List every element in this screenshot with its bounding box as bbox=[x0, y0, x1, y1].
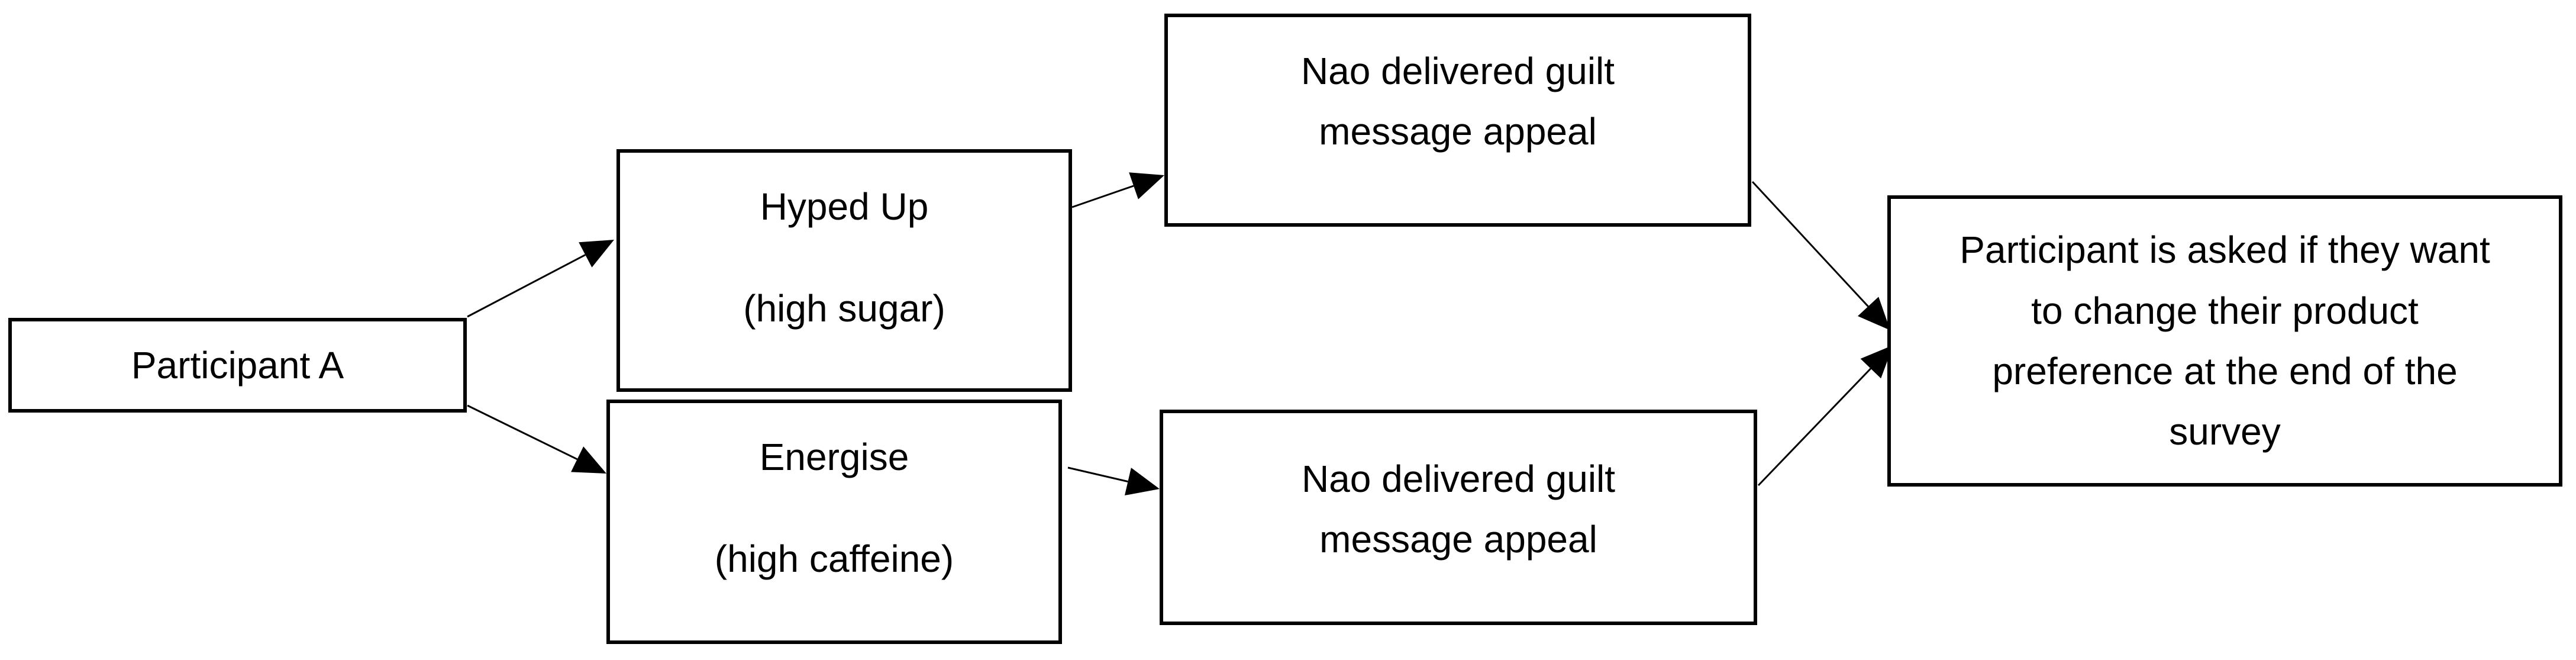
guilt-top-line-2: message appeal bbox=[1319, 110, 1597, 153]
connector-guilt-top-to-final bbox=[1751, 181, 1869, 307]
connector-participant-to-energise bbox=[467, 404, 578, 461]
final-line-3: preference at the end of the bbox=[1992, 350, 2458, 392]
node-hyped-up: Hyped Up (high sugar) bbox=[616, 149, 1072, 392]
energise-subtitle: (high caffeine) bbox=[714, 537, 954, 581]
node-energise: Energise (high caffeine) bbox=[606, 400, 1062, 644]
hyped-up-subtitle: (high sugar) bbox=[743, 287, 945, 330]
final-line-2: to change their product bbox=[2031, 289, 2419, 332]
connector-energise-to-guilt-bottom bbox=[1067, 466, 1128, 483]
final-line-4: survey bbox=[2169, 410, 2281, 453]
participant-label: Participant A bbox=[131, 343, 344, 387]
arrowhead-icon bbox=[1124, 468, 1160, 495]
energise-title: Energise bbox=[759, 436, 909, 478]
guilt-top-line-1: Nao delivered guilt bbox=[1300, 50, 1615, 92]
arrowhead-icon bbox=[1860, 345, 1893, 379]
node-guilt-appeal-bottom: Nao delivered guilt message appeal bbox=[1160, 410, 1757, 625]
arrowhead-icon bbox=[1129, 172, 1164, 199]
guilt-bottom-line-1: Nao delivered guilt bbox=[1301, 458, 1616, 500]
node-product-preference-question: Participant is asked if they want to cha… bbox=[1887, 195, 2562, 487]
connector-guilt-bottom-to-final bbox=[1757, 368, 1871, 487]
arrowhead-icon bbox=[571, 446, 606, 474]
guilt-bottom-line-2: message appeal bbox=[1319, 518, 1597, 561]
connector-hyped-up-to-guilt-top bbox=[1071, 185, 1134, 208]
node-participant-a: Participant A bbox=[8, 318, 467, 413]
node-guilt-appeal-top: Nao delivered guilt message appeal bbox=[1164, 14, 1751, 227]
hyped-up-title: Hyped Up bbox=[760, 185, 929, 228]
final-line-1: Participant is asked if they want bbox=[1960, 228, 2490, 272]
arrowhead-icon bbox=[1857, 297, 1890, 330]
connector-participant-to-hyped-up bbox=[467, 254, 586, 318]
arrowhead-icon bbox=[579, 240, 614, 268]
